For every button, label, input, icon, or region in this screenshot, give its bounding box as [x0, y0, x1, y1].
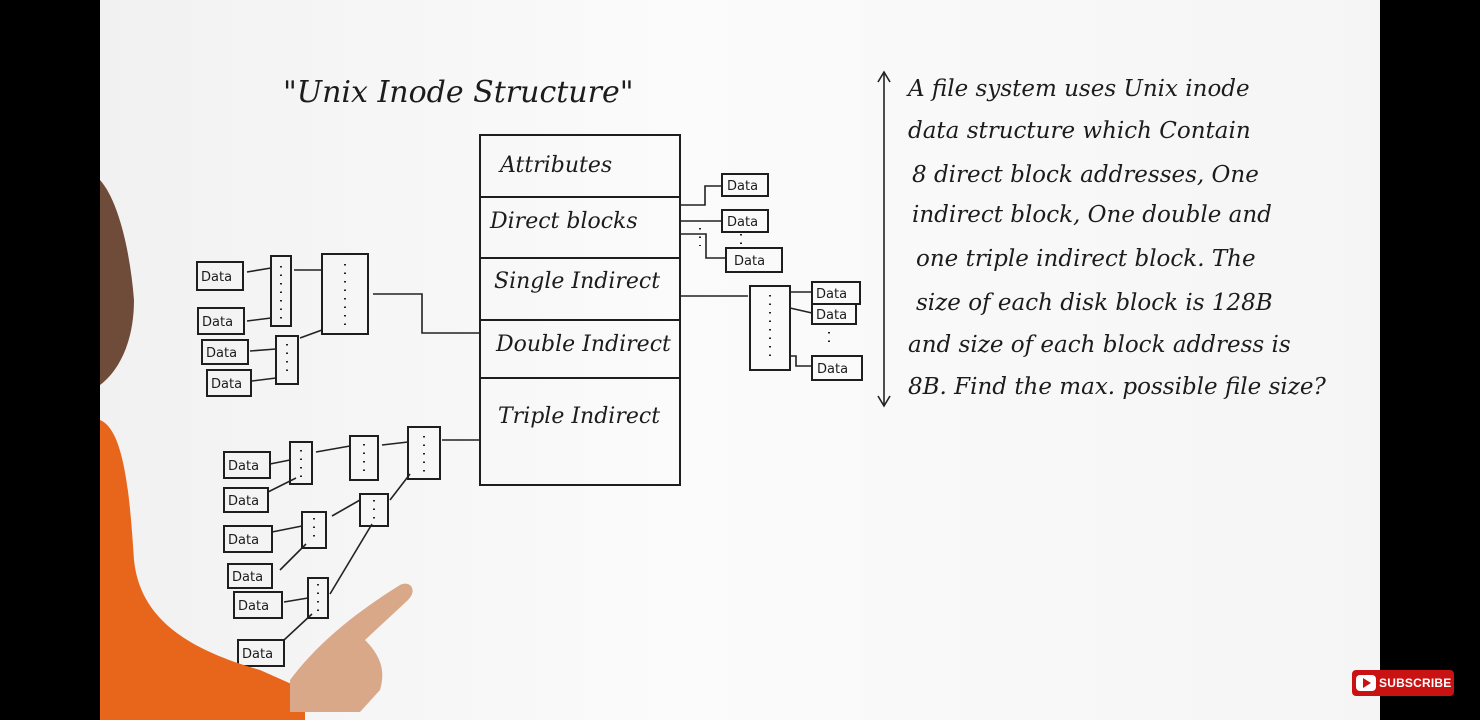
data-label: Data	[242, 647, 273, 662]
data-label: Data	[238, 599, 269, 614]
double-indirect-chain	[246, 253, 480, 385]
field-attributes: Attributes	[498, 153, 612, 178]
triple-indirect-chain	[267, 426, 480, 641]
data-block	[196, 261, 244, 291]
data-block	[206, 369, 252, 397]
data-block	[811, 303, 857, 325]
data-block	[721, 173, 769, 197]
question-line: one triple indirect block. The	[916, 246, 1256, 272]
question-line: 8B. Find the max. possible file size?	[908, 374, 1326, 400]
question-line: 8 direct block addresses, One	[912, 162, 1259, 188]
data-label: Data	[201, 270, 232, 285]
data-block	[811, 355, 863, 381]
data-label: Data	[817, 362, 848, 377]
data-label: Data	[211, 377, 242, 392]
question-line: indirect block, One double and	[912, 202, 1272, 228]
data-label: Data	[727, 179, 758, 194]
data-label: Data	[206, 346, 237, 361]
data-label: Data	[228, 533, 259, 548]
inode-table-border	[479, 134, 681, 486]
question-line: A file system uses Unix inode	[906, 76, 1250, 102]
question-line: data structure which Contain	[908, 118, 1251, 144]
question-line: and size of each block address is	[908, 332, 1291, 358]
data-label: Data	[228, 494, 259, 509]
data-label: Data	[232, 570, 263, 585]
direct-links	[680, 185, 742, 259]
data-label: Data	[202, 315, 233, 330]
data-label: Data	[727, 215, 758, 230]
subscribe-label: SUBSCRIBE	[1379, 676, 1452, 690]
data-block	[201, 339, 249, 365]
field-single-indirect: Single Indirect	[494, 269, 660, 294]
subscribe-button[interactable]: SUBSCRIBE	[1352, 670, 1454, 696]
data-block	[725, 247, 783, 273]
field-double-indirect: Double Indirect	[495, 332, 671, 357]
data-label: Data	[228, 459, 259, 474]
whiteboard: "Unix Inode Structure" Attributes Direct…	[196, 70, 1326, 667]
question-bracket-arrow	[877, 70, 891, 408]
board-title: "Unix Inode Structure"	[283, 75, 634, 110]
inode-table: Attributes Direct blocks Single Indirect…	[479, 134, 681, 486]
single-indirect-chain	[680, 285, 830, 371]
youtube-play-icon	[1356, 675, 1376, 691]
video-frame: "Unix Inode Structure" Attributes Direct…	[100, 0, 1380, 720]
data-block	[197, 307, 245, 335]
question-text: A file system uses Unix inode data struc…	[906, 76, 1326, 400]
data-block	[721, 209, 769, 233]
question-line: size of each disk block is 128B	[916, 290, 1273, 316]
data-label: Data	[816, 287, 847, 302]
data-label: Data	[816, 308, 847, 323]
field-triple-indirect: Triple Indirect	[498, 404, 660, 429]
data-label: Data	[734, 254, 765, 269]
field-direct-blocks: Direct blocks	[489, 209, 638, 234]
